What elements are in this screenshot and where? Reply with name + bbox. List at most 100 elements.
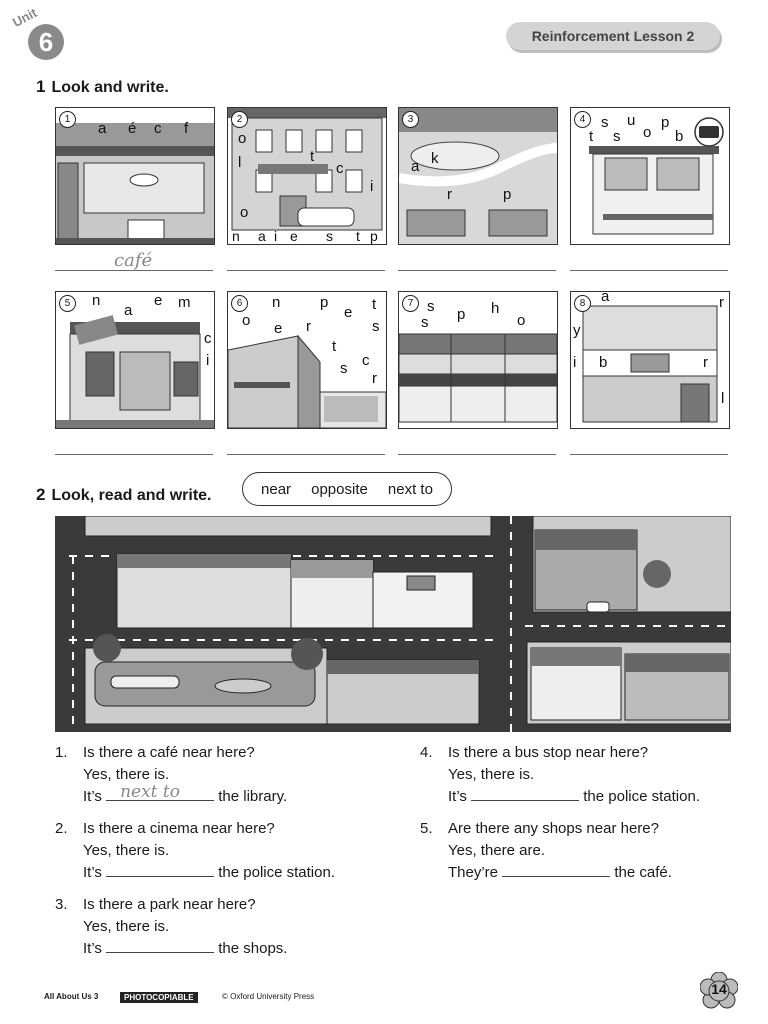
scrambled-letter: o <box>242 312 251 329</box>
cinema-illustration <box>56 315 214 428</box>
exercise-1-title: Look and write. <box>51 79 169 96</box>
answer-text: Yes, there are. <box>448 842 546 859</box>
sentence-start: They’re <box>448 864 499 881</box>
picture-bus-stop: 4 s u p t s o b <box>570 107 730 245</box>
scrambled-letter: i <box>206 352 210 369</box>
sentence-end: the shops. <box>218 940 288 957</box>
scrambled-letter: t <box>372 296 377 313</box>
scrambled-letter: n <box>232 228 240 244</box>
scrambled-letter: p <box>370 228 378 244</box>
scrambled-letter: a <box>258 228 266 244</box>
library-illustration <box>582 305 718 423</box>
picture-shops: 7 s s p h o <box>398 291 558 429</box>
answer-line[interactable] <box>398 454 556 455</box>
question-5: 5.Are there any shops near here? Yes, th… <box>420 818 740 884</box>
picture-number: 1 <box>59 111 76 128</box>
flower-icon <box>699 971 739 1009</box>
unit-number-badge: 6 <box>28 24 64 60</box>
sentence-start: It’s <box>83 864 102 881</box>
scrambled-letter: t <box>356 228 360 244</box>
answer-line[interactable] <box>55 270 213 271</box>
scrambled-letter: l <box>238 154 242 171</box>
exercise-2-title: Look, read and write. <box>51 487 212 504</box>
scrambled-letter: s <box>613 128 621 145</box>
exercise-1-heading: 1 Look and write. <box>36 77 169 97</box>
scrambled-letter: a <box>601 291 610 305</box>
fill-in-blank[interactable] <box>471 786 580 801</box>
bus-stop-illustration <box>589 117 724 235</box>
exercise-2-number: 2 <box>36 485 46 504</box>
picture-number: 5 <box>59 295 76 312</box>
example-answer: café <box>114 250 153 271</box>
scrambled-letter: c <box>204 330 212 347</box>
exercise-2-heading: 2 Look, read and write. <box>36 485 212 505</box>
scrambled-letter: c <box>362 352 370 369</box>
scrambled-letter: e <box>344 304 353 321</box>
scrambled-letter: r <box>372 370 377 387</box>
question-text: Are there any shops near here? <box>448 820 659 837</box>
book-title: All About Us 3 <box>44 992 99 1001</box>
sentence-start: It’s <box>83 788 102 805</box>
word-bank: near opposite next to <box>242 472 452 506</box>
scrambled-letter: p <box>457 306 466 323</box>
fill-in-blank[interactable]: next to <box>106 782 215 802</box>
answer-line[interactable] <box>55 454 213 455</box>
picture-number: 7 <box>402 295 419 312</box>
picture-police-station: 2 o l t c i o n a i e s t p <box>227 107 387 245</box>
fill-in-blank[interactable] <box>502 862 611 877</box>
scrambled-letter: s <box>421 314 429 331</box>
question-text: Is there a park near here? <box>83 896 256 913</box>
scrambled-letter: é <box>128 120 137 137</box>
page-number: 14 <box>711 981 727 997</box>
scrambled-letter: t <box>332 338 337 355</box>
question-4: 4.Is there a bus stop near here? Yes, th… <box>420 742 740 808</box>
scrambled-letter: i <box>370 178 374 195</box>
sentence-start: It’s <box>448 788 467 805</box>
picture-number: 6 <box>231 295 248 312</box>
question-2: 2.Is there a cinema near here? Yes, ther… <box>55 818 415 884</box>
scrambled-letter: a <box>98 120 107 137</box>
scrambled-letter: h <box>491 300 500 317</box>
picture-number: 2 <box>231 111 248 128</box>
fill-in-blank[interactable] <box>106 862 215 877</box>
answer-text: Yes, there is. <box>83 842 170 859</box>
picture-cafe: 1 a é c f <box>55 107 215 245</box>
scrambled-letter: e <box>274 320 283 337</box>
sentence-end: the library. <box>218 788 288 805</box>
scrambled-letter: o <box>238 130 247 147</box>
lesson-title: Reinforcement Lesson 2 <box>506 22 720 50</box>
scrambled-letter: a <box>124 302 133 319</box>
answer-line[interactable] <box>227 270 385 271</box>
scrambled-letter: r <box>719 294 724 311</box>
scrambled-letter: i <box>274 228 278 244</box>
word-bank-item: opposite <box>311 480 368 498</box>
scrambled-letter: e <box>290 228 298 244</box>
police-station-illustration <box>228 108 386 231</box>
answer-line[interactable] <box>570 270 728 271</box>
page-number-badge: 14 <box>699 971 739 1010</box>
exercise-1-number: 1 <box>36 77 46 96</box>
scrambled-letter: t <box>589 128 594 145</box>
scrambled-letter: c <box>336 160 344 177</box>
scrambled-letter: f <box>184 120 189 137</box>
sentence-end: the café. <box>614 864 672 881</box>
scrambled-letter: p <box>661 114 670 131</box>
scrambled-letter: o <box>240 204 249 221</box>
word-bank-item: near <box>261 480 292 498</box>
cafe-illustration <box>56 123 214 244</box>
picture-number: 4 <box>574 111 591 128</box>
sentence-start: It’s <box>83 940 102 957</box>
word-bank-item: next to <box>387 480 433 498</box>
shops-illustration <box>399 333 557 423</box>
answer-line[interactable] <box>570 454 728 455</box>
scrambled-letter: l <box>721 390 725 407</box>
town-map-illustration <box>69 516 731 732</box>
answer-text: Yes, there is. <box>83 918 170 935</box>
scrambled-letter: u <box>627 112 636 129</box>
picture-cinema: 5 n a e m c i <box>55 291 215 429</box>
scrambled-letter: s <box>372 318 380 335</box>
answer-line[interactable] <box>227 454 385 455</box>
answer-line[interactable] <box>398 270 556 271</box>
fill-in-blank[interactable] <box>106 938 215 953</box>
picture-number: 3 <box>402 111 419 128</box>
